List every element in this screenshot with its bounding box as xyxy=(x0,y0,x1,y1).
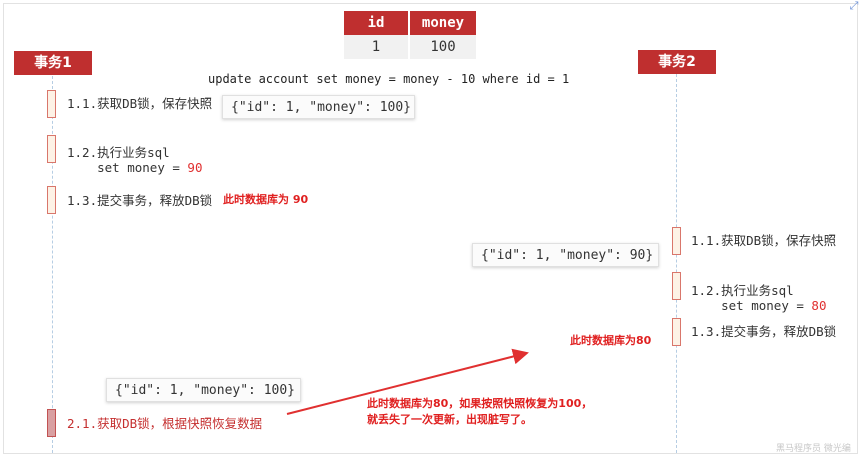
tx1-header: 事务1 xyxy=(14,51,92,75)
tx1-snapshot: {"id": 1, "money": 100} xyxy=(222,95,415,119)
tx2-step-1-2: 1.2.执行业务sql set money = 80 xyxy=(691,283,826,313)
sql-statement: update account set money = money - 10 wh… xyxy=(208,72,570,86)
note-dirty-write: 此时数据库为80，如果按照快照恢复为100， 就丢失了一次更新，出现脏写了。 xyxy=(367,396,592,428)
note-dirty-write-line-1: 此时数据库为80，如果按照快照恢复为100， xyxy=(367,397,593,410)
tx2-step-1-3: 1.3.提交事务，释放DB锁 xyxy=(691,324,837,339)
tx1-step-1-2-value: 90 xyxy=(187,160,203,175)
table-cell-money: 100 xyxy=(408,35,476,59)
table-header-id: id xyxy=(344,11,409,35)
tx2-step-1-2-value: 80 xyxy=(811,298,827,313)
tx2-step-1-2-title: 1.2.执行业务sql xyxy=(691,283,794,298)
tx1-step-1-3: 1.3.提交事务，释放DB锁 xyxy=(67,193,213,208)
dirty-write-arrow xyxy=(286,348,529,415)
tx2-snapshot: {"id": 1, "money": 90} xyxy=(472,243,659,267)
tx2-header: 事务2 xyxy=(638,50,716,74)
tx1-step-1-2-title: 1.2.执行业务sql xyxy=(67,145,170,160)
tx1-activation-2 xyxy=(47,135,56,163)
tx2-activation-1 xyxy=(672,227,681,255)
table-header-money: money xyxy=(408,11,476,35)
tx1-restore-snapshot: {"id": 1, "money": 100} xyxy=(106,378,301,402)
tx2-activation-3 xyxy=(672,318,681,346)
tx1-step-1-1: 1.1.获取DB锁，保存快照 xyxy=(67,96,213,111)
tx1-activation-3 xyxy=(47,186,56,214)
tx1-activation-1 xyxy=(47,90,56,118)
tx2-step-1-2-sql: set money = xyxy=(721,298,812,313)
tx1-lifeline xyxy=(52,76,53,453)
account-table: id money 1 100 xyxy=(344,11,476,59)
note-dirty-write-line-2: 就丢失了一次更新，出现脏写了。 xyxy=(367,413,532,426)
table-cell-id: 1 xyxy=(344,35,409,59)
tx2-activation-2 xyxy=(672,272,681,300)
tx1-step-2-1: 2.1.获取DB锁，根据快照恢复数据 xyxy=(67,416,263,431)
tx2-step-1-1: 1.1.获取DB锁，保存快照 xyxy=(691,233,837,248)
expand-icon[interactable]: ⤢ xyxy=(849,0,859,12)
diagram-frame xyxy=(3,3,858,454)
tx2-lifeline xyxy=(676,74,677,453)
watermark: 黑马程序员 微光编 xyxy=(776,444,851,454)
tx1-step-1-2-sql: set money = xyxy=(97,160,188,175)
note-db-90: 此时数据库为 90 xyxy=(223,193,309,206)
note-db-80: 此时数据库为80 xyxy=(570,334,652,347)
tx1-step-1-2: 1.2.执行业务sql set money = 90 xyxy=(67,145,202,175)
tx1-activation-4 xyxy=(47,409,56,437)
